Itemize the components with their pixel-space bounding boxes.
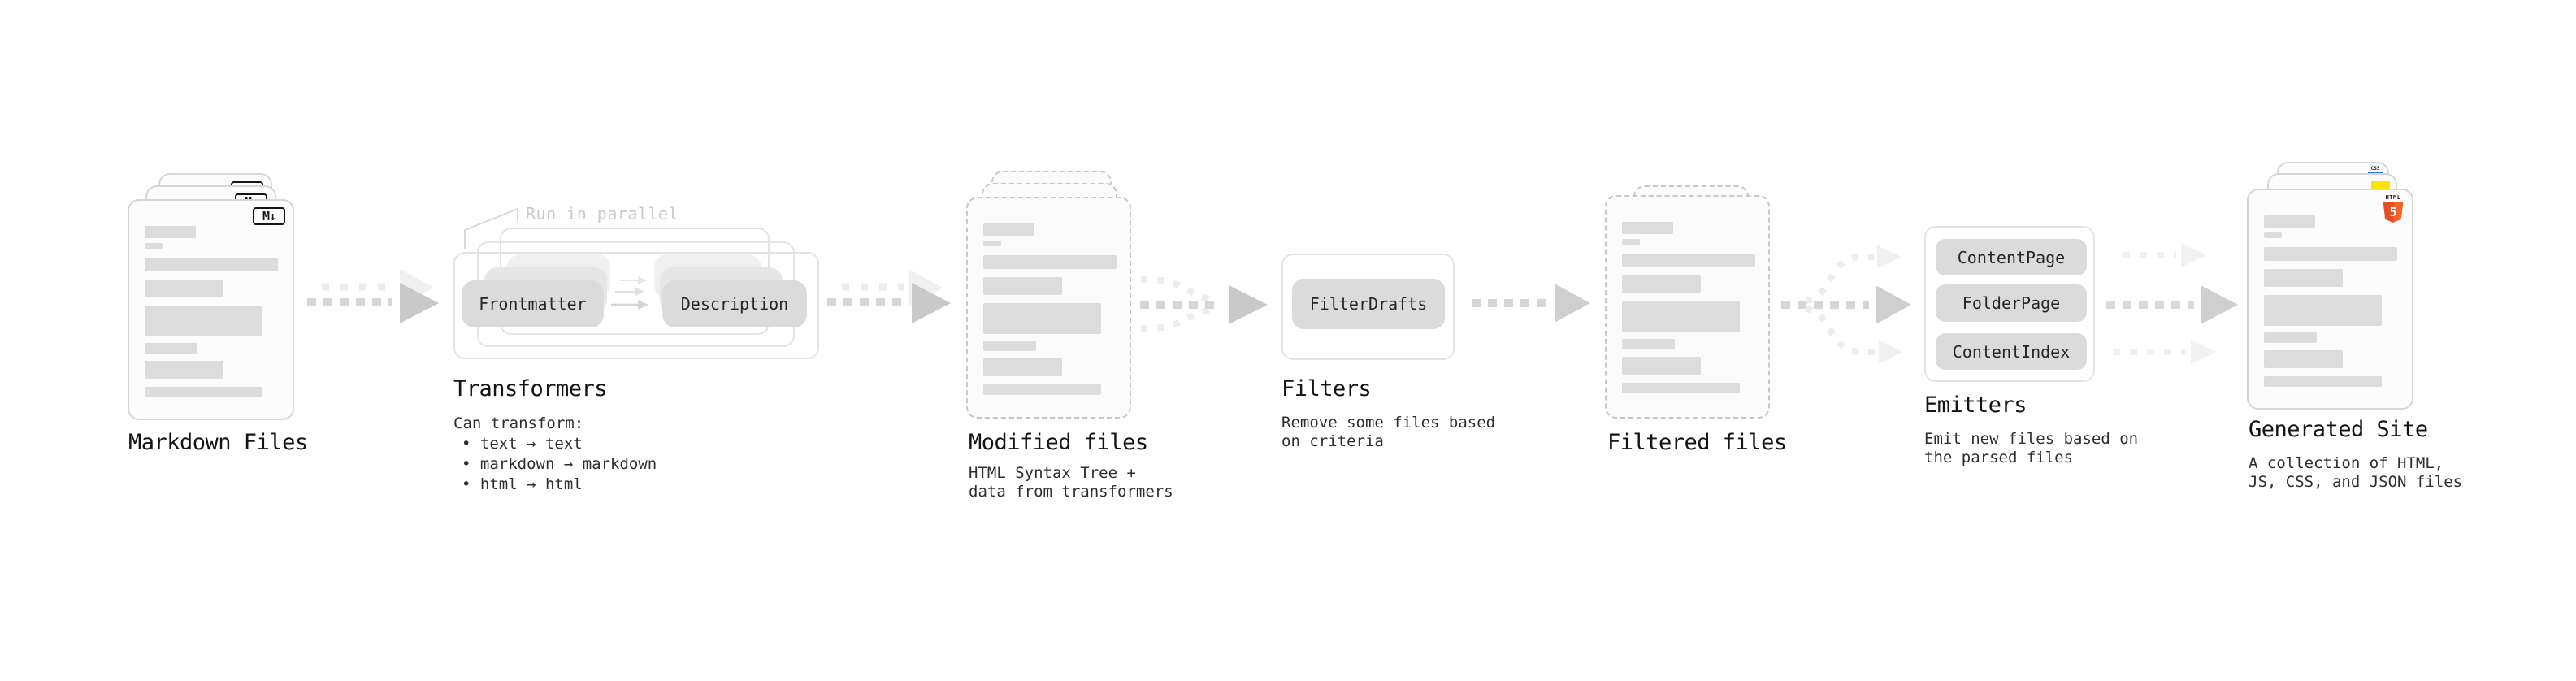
arrow-transformers-to-modified: [827, 269, 951, 323]
placeholder-line: [2264, 376, 2382, 387]
placeholder-line: [2264, 215, 2315, 228]
placeholder-line: [1622, 383, 1740, 393]
section-title-filtered-files: Filtered files: [1607, 430, 1787, 455]
chip-folderpage: FolderPage: [1936, 284, 2087, 322]
placeholder-line: [2264, 332, 2317, 343]
modified-document-card-front: [966, 197, 1131, 419]
generated-document-card-front: HTML 5: [2247, 189, 2413, 410]
placeholder-line: [1622, 339, 1675, 349]
filters-box: [1281, 254, 1455, 360]
placeholder-line: [983, 255, 1117, 269]
markdown-document-card-front: M↓: [128, 199, 294, 420]
arrow-filtered-to-emitters-split: [1781, 245, 1911, 363]
placeholder-line: [145, 306, 262, 336]
description-line: JS, CSS, and JSON files: [2249, 473, 2463, 491]
markdown-icon: M↓: [253, 207, 285, 225]
placeholder-line: [145, 226, 196, 238]
modified-files-description: HTML Syntax Tree + data from transformer…: [969, 464, 1173, 501]
placeholder-line: [983, 358, 1062, 376]
filtered-document-card-front: [1605, 195, 1770, 419]
placeholder-line: [983, 223, 1034, 236]
description-line: HTML Syntax Tree +: [969, 464, 1136, 482]
placeholder-line: [983, 241, 1001, 246]
placeholder-line: [2264, 247, 2397, 261]
placeholder-line: [145, 361, 223, 379]
placeholder-line: [145, 343, 197, 354]
transform-bullet: • html → html: [462, 475, 583, 493]
chip-filterdrafts: FilterDrafts: [1292, 279, 1445, 329]
placeholder-line: [983, 277, 1062, 295]
section-title-generated-site: Generated Site: [2249, 417, 2428, 442]
placeholder-line: [2264, 350, 2343, 368]
transform-bullet: • markdown → markdown: [462, 455, 657, 473]
transformers-description: Can transform: • text → text • markdown …: [453, 414, 657, 495]
generated-site-description: A collection of HTML, JS, CSS, and JSON …: [2249, 454, 2462, 492]
section-title-transformers: Transformers: [453, 376, 608, 401]
filters-description: Remove some files based on criteria: [1281, 414, 1495, 451]
placeholder-line: [145, 243, 163, 249]
placeholder-line: [983, 384, 1101, 395]
arrow-filters-to-filtered: [1472, 284, 1590, 323]
placeholder-line: [983, 340, 1036, 351]
arrow-modified-to-filters-merge: [1140, 276, 1268, 332]
placeholder-line: [1622, 357, 1701, 375]
chip-contentpage: ContentPage: [1936, 239, 2087, 275]
run-in-parallel-note: Run in parallel: [526, 204, 679, 223]
js-icon: [2371, 181, 2390, 189]
parallel-transform-arrows: [611, 276, 648, 310]
placeholder-line: [983, 303, 1101, 334]
css-icon-label: CSS: [2370, 166, 2380, 171]
placeholder-line: [2264, 295, 2382, 326]
placeholder-line: [2264, 232, 2282, 238]
section-title-filters: Filters: [1281, 376, 1372, 401]
transformers-box-front: [453, 252, 819, 359]
arrow-markdown-to-transformers: [307, 269, 439, 323]
html5-icon: HTML 5: [2383, 194, 2404, 223]
description-line: the parsed files: [1924, 449, 2074, 466]
chip-contentindex: ContentIndex: [1936, 333, 2087, 370]
emitters-box: ContentPage FolderPage ContentIndex: [1924, 226, 2095, 382]
placeholder-line: [1622, 222, 1673, 234]
placeholder-line: [1622, 254, 1755, 267]
description-line: Emit new files based on: [1924, 430, 2139, 448]
emitters-description: Emit new files based on the parsed files: [1924, 430, 2138, 467]
html5-icon-number: 5: [2389, 205, 2397, 219]
placeholder-line: [1622, 275, 1701, 293]
placeholder-line: [145, 387, 262, 397]
placeholder-line: [145, 280, 223, 297]
placeholder-line: [1622, 301, 1740, 332]
section-title-emitters: Emitters: [1924, 393, 2027, 418]
transform-bullet: • text → text: [462, 435, 583, 453]
run-in-parallel-leader-line: [464, 207, 518, 249]
section-title-modified-files: Modified files: [969, 430, 1148, 455]
chip-frontmatter: Frontmatter: [462, 280, 604, 327]
description-line: Remove some files based: [1281, 414, 1496, 432]
placeholder-line: [2264, 269, 2343, 287]
placeholder-line: [145, 258, 278, 271]
html5-icon-shield: 5: [2383, 202, 2404, 223]
description-line: data from transformers: [969, 483, 1173, 501]
arrows-emitters-to-generated: [2106, 243, 2238, 364]
description-line: on criteria: [1281, 432, 1384, 450]
section-title-markdown-files: Markdown Files: [128, 430, 308, 455]
chip-description: Description: [662, 280, 807, 327]
placeholder-line: [1622, 239, 1640, 245]
html5-icon-label: HTML: [2385, 194, 2401, 201]
transformers-heading: Can transform:: [453, 414, 584, 432]
description-line: A collection of HTML,: [2249, 454, 2444, 472]
